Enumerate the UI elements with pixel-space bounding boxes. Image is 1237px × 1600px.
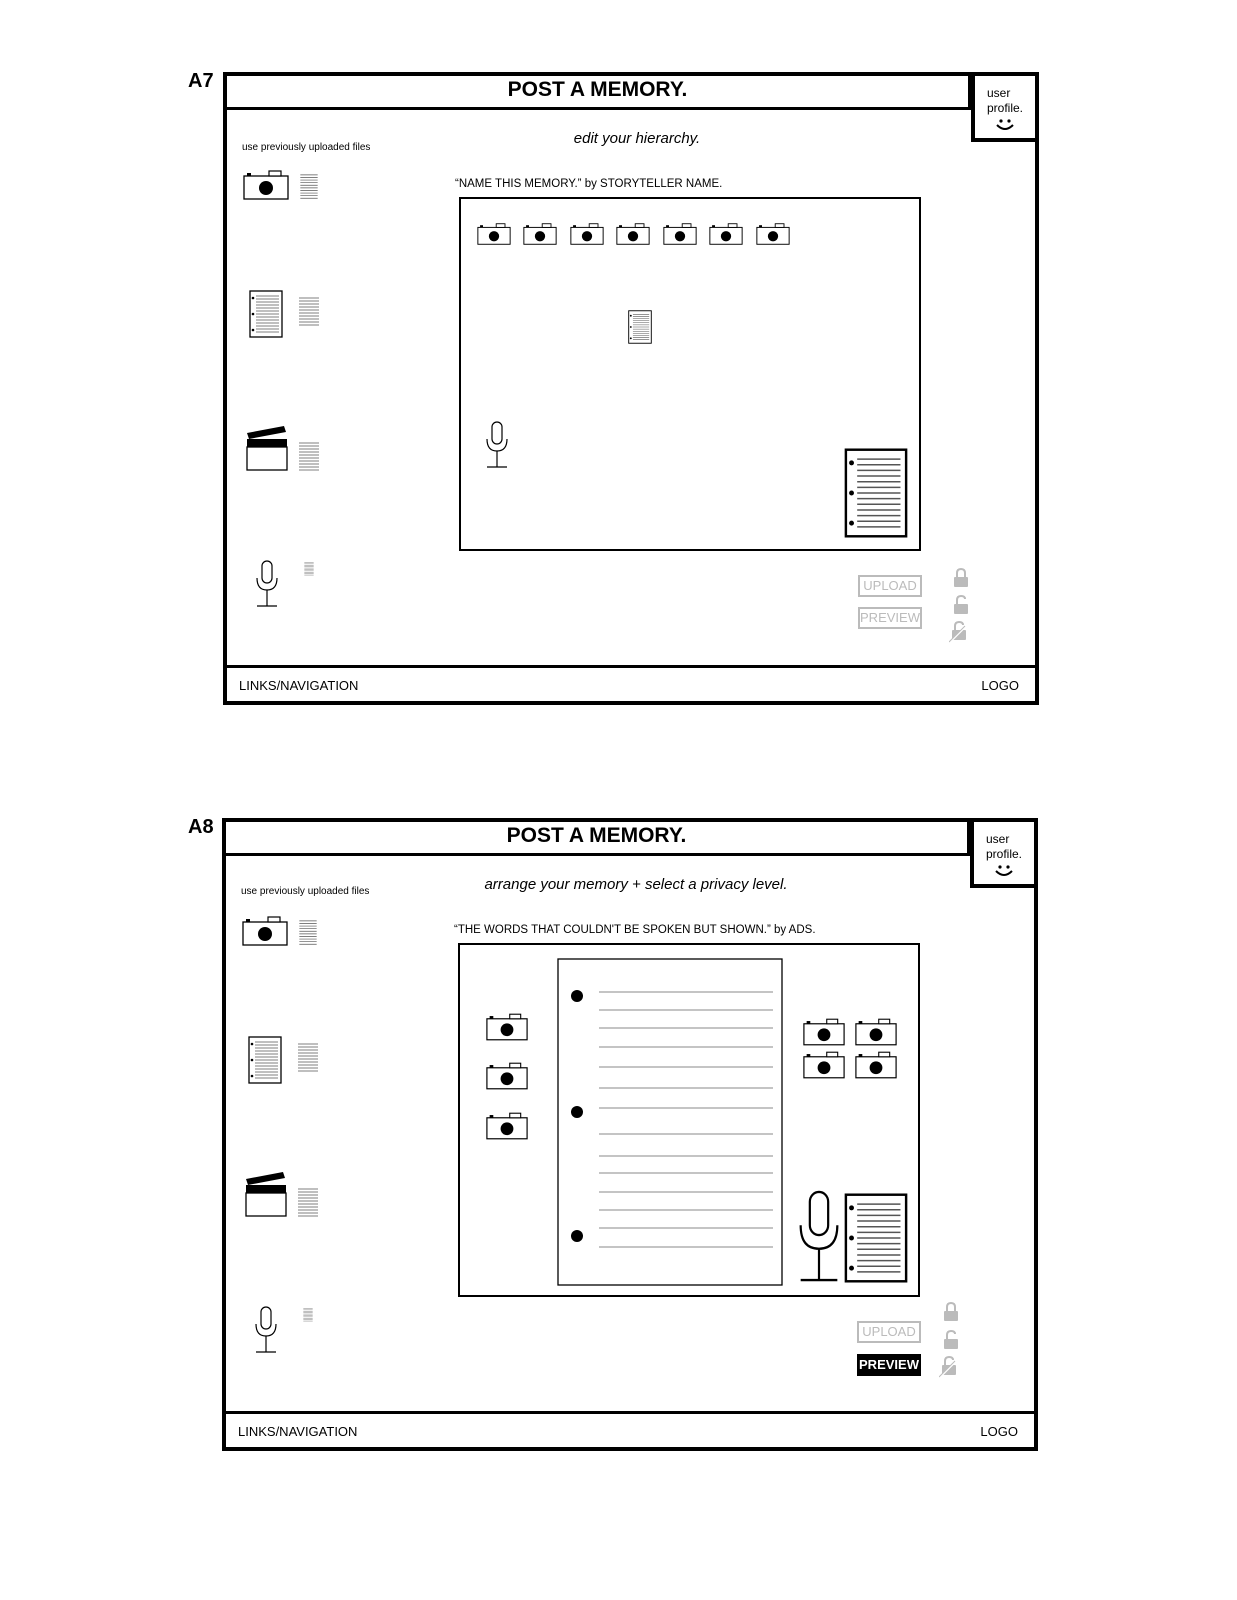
- smiley-icon: [995, 118, 1035, 135]
- camera-icon[interactable]: [803, 1018, 845, 1046]
- audio-file-list[interactable]: [298, 1308, 318, 1322]
- lock-icon[interactable]: [953, 568, 969, 588]
- lock-icon[interactable]: [943, 1302, 959, 1322]
- profile-label: user: [987, 86, 1011, 100]
- camera-icon[interactable]: [486, 1112, 528, 1140]
- step-subtitle: edit your hierarchy.: [573, 130, 701, 147]
- document-icon[interactable]: [248, 1036, 282, 1084]
- clapperboard-icon[interactable]: [246, 425, 288, 471]
- files-label: use previously uploaded files: [242, 142, 371, 153]
- document-file-list[interactable]: [298, 1036, 318, 1080]
- user-profile-button[interactable]: user profile.: [970, 818, 1038, 888]
- restricted-lock-icon[interactable]: [949, 621, 969, 643]
- profile-label: profile.: [986, 847, 1023, 861]
- page-title: POST A MEMORY.: [226, 822, 970, 856]
- upload-button[interactable]: UPLOAD: [858, 575, 922, 597]
- smiley-icon: [994, 864, 1034, 881]
- screen-a8: POST A MEMORY. user profile. use previou…: [222, 818, 1038, 1451]
- preview-button[interactable]: PREVIEW: [858, 607, 922, 629]
- screen-a7: POST A MEMORY. user profile. use previou…: [223, 72, 1039, 705]
- camera-icon[interactable]: [486, 1062, 528, 1090]
- microphone-icon[interactable]: [485, 421, 509, 469]
- memory-title: “THE WORDS THAT COULDN'T BE SPOKEN BUT S…: [454, 924, 816, 936]
- camera-icon[interactable]: [855, 1018, 897, 1046]
- camera-icon[interactable]: [803, 1051, 845, 1079]
- camera-icon[interactable]: [709, 223, 743, 245]
- files-label: use previously uploaded files: [241, 886, 370, 897]
- camera-icon[interactable]: [756, 223, 790, 245]
- footer: LINKS/NAVIGATION LOGO: [226, 1411, 1034, 1447]
- camera-icon[interactable]: [243, 170, 289, 200]
- clapperboard-icon[interactable]: [245, 1171, 287, 1217]
- step-subtitle: arrange your memory + select a privacy l…: [484, 876, 788, 893]
- links-navigation[interactable]: LINKS/NAVIGATION: [238, 1424, 358, 1439]
- logo[interactable]: LOGO: [981, 678, 1019, 693]
- camera-icon[interactable]: [855, 1051, 897, 1079]
- memory-canvas[interactable]: [458, 943, 920, 1297]
- document-icon[interactable]: [557, 958, 783, 1286]
- unlock-icon[interactable]: [953, 595, 969, 615]
- video-file-list[interactable]: [298, 1172, 318, 1234]
- camera-icon[interactable]: [570, 223, 604, 245]
- upload-button[interactable]: UPLOAD: [857, 1321, 921, 1343]
- photo-file-list[interactable]: [299, 174, 319, 200]
- restricted-lock-icon[interactable]: [939, 1356, 959, 1378]
- document-icon[interactable]: [628, 310, 652, 344]
- camera-icon[interactable]: [663, 223, 697, 245]
- memory-title: “NAME THIS MEMORY.” by STORYTELLER NAME.: [455, 178, 723, 190]
- document-icon[interactable]: [249, 290, 283, 338]
- screen-label: A7: [188, 70, 214, 92]
- screen-label: A8: [188, 816, 214, 838]
- user-profile-button[interactable]: user profile.: [971, 72, 1039, 142]
- audio-file-list[interactable]: [299, 562, 319, 576]
- video-file-list[interactable]: [299, 426, 319, 488]
- photo-file-list[interactable]: [298, 920, 318, 946]
- document-icon[interactable]: [844, 1192, 908, 1284]
- microphone-icon[interactable]: [797, 1190, 841, 1284]
- page-title: POST A MEMORY.: [227, 76, 971, 110]
- unlock-icon[interactable]: [943, 1330, 959, 1350]
- camera-icon[interactable]: [486, 1013, 528, 1041]
- profile-label: profile.: [987, 101, 1024, 115]
- memory-canvas[interactable]: [459, 197, 921, 551]
- links-navigation[interactable]: LINKS/NAVIGATION: [239, 678, 359, 693]
- preview-button[interactable]: PREVIEW: [857, 1354, 921, 1376]
- camera-icon[interactable]: [242, 916, 288, 946]
- camera-icon[interactable]: [616, 223, 650, 245]
- profile-label: user: [986, 832, 1010, 846]
- camera-icon[interactable]: [477, 223, 511, 245]
- document-file-list[interactable]: [299, 290, 319, 334]
- footer: LINKS/NAVIGATION LOGO: [227, 665, 1035, 701]
- camera-icon[interactable]: [523, 223, 557, 245]
- document-icon[interactable]: [844, 447, 908, 539]
- microphone-icon[interactable]: [255, 560, 279, 608]
- microphone-icon[interactable]: [254, 1306, 278, 1354]
- logo[interactable]: LOGO: [980, 1424, 1018, 1439]
